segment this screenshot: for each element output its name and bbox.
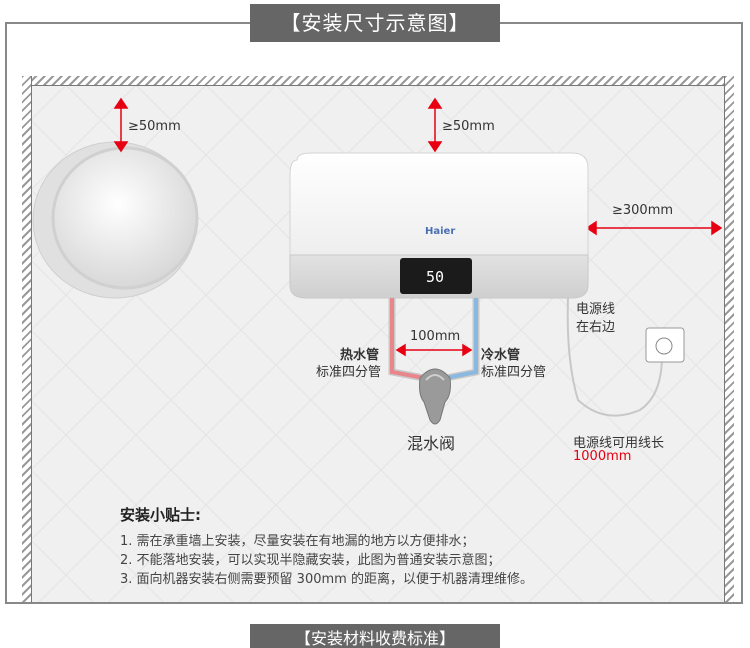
top-left-gap-label: ≥50mm [128, 119, 181, 134]
page-title: 【安装尺寸示意图】 [250, 4, 500, 42]
top-right-gap-label: ≥50mm [442, 119, 495, 134]
tip-item: 1. 需在承重墙上安装，尽量安装在有地漏的地方以方便排水； [120, 534, 475, 549]
wall-edge-left [22, 76, 32, 604]
mixer-valve [419, 368, 451, 425]
frame-top-right-line [500, 22, 743, 24]
cold-water-pipe [445, 298, 480, 382]
hot-pipe-sub: 标准四分管 [316, 365, 382, 380]
wall-edge-right [724, 76, 734, 604]
frame-bottom-line [5, 602, 743, 604]
frame-top-left-line [5, 22, 250, 24]
cold-pipe-sub: 标准四分管 [481, 365, 547, 380]
hot-pipe-title: 热水管 [340, 348, 380, 363]
display-readout: 50 [426, 268, 445, 286]
mixer-label: 混水阀 [407, 434, 456, 453]
hot-water-pipe [388, 298, 425, 382]
wall-edge-top [22, 76, 733, 86]
pipe-spacing-arrow [395, 343, 473, 357]
frame-right-line [741, 22, 743, 602]
cold-pipe-title: 冷水管 [481, 348, 521, 363]
tips-title: 安装小贴士: [120, 506, 201, 524]
pipe-spacing-label: 100mm [410, 329, 461, 344]
frame-left-line [5, 22, 7, 602]
right-gap-label: ≥300mm [612, 203, 674, 218]
cord-side-line1: 电源线 [576, 302, 616, 317]
cord-length-value: 1000mm [573, 449, 632, 464]
power-outlet [645, 327, 685, 363]
power-cord [566, 297, 663, 417]
brand-logo: Haier [425, 226, 456, 237]
dimension-arrow-right [585, 220, 723, 236]
cord-side-line2: 在右边 [576, 320, 616, 335]
dimension-arrow-top-right [427, 97, 443, 153]
mirror-illustration [32, 141, 199, 299]
tip-item: 3. 面向机器安装右侧需要预留 300mm 的距离，以便于机器清理维修。 [120, 572, 533, 587]
tip-item: 2. 不能落地安装，可以实现半隐藏安装，此图为普通安装示意图； [120, 553, 501, 568]
next-section-banner: 【安装材料收费标准】 [250, 624, 500, 648]
dimension-arrow-top-left [113, 97, 129, 153]
water-heater [289, 152, 589, 299]
cord-length-label: 电源线可用线长 [573, 436, 665, 451]
